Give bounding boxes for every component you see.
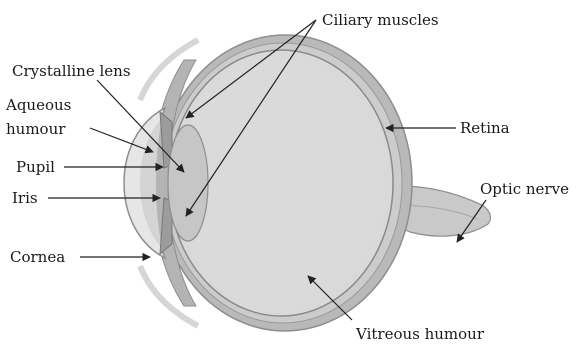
label-iris: Iris — [12, 189, 38, 207]
label-aqueous-line1: Aqueous — [5, 96, 71, 114]
label-crystalline-lens: Crystalline lens — [12, 62, 131, 80]
crystalline-lens-shape — [168, 125, 208, 241]
label-aqueous-line2: humour — [6, 120, 66, 138]
label-vitreous-humour: Vitreous humour — [355, 325, 485, 343]
label-pupil: Pupil — [16, 158, 55, 176]
label-optic-nerve: Optic nerve — [480, 180, 569, 198]
label-ciliary-muscles: Ciliary muscles — [322, 11, 439, 29]
label-cornea: Cornea — [10, 248, 65, 266]
label-retina: Retina — [460, 119, 510, 137]
